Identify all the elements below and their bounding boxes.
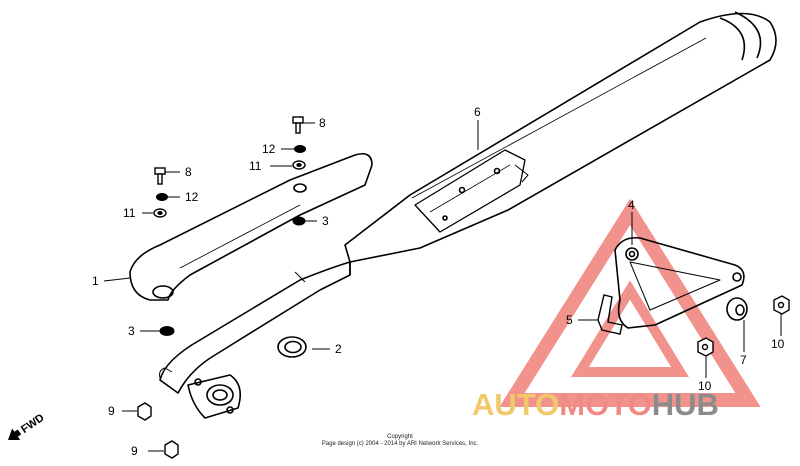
arrow-left-icon <box>8 428 22 440</box>
callout-12a: 12 <box>185 190 199 204</box>
callout-2: 2 <box>335 342 342 356</box>
callout-3b: 3 <box>322 214 329 228</box>
muffler-collar <box>597 294 623 335</box>
washer-12-upper <box>294 145 306 153</box>
fwd-label: FWD <box>19 412 46 436</box>
washer-3-lower <box>159 326 175 336</box>
callout-10a: 10 <box>771 337 785 351</box>
callout-1: 1 <box>92 274 99 288</box>
muffler <box>344 11 777 263</box>
callout-9a: 9 <box>108 404 115 418</box>
damper-11-lower <box>153 208 167 218</box>
callout-11b: 11 <box>249 159 262 173</box>
copyright-notice: Copyright Page design (c) 2004 - 2014 by… <box>322 434 479 447</box>
washer-12-lower <box>156 193 168 201</box>
nut-9-upper <box>137 402 152 421</box>
callout-4: 4 <box>628 198 635 212</box>
watermark-triangle <box>499 198 761 407</box>
callout-6: 6 <box>474 105 481 119</box>
watermark-moto: MOTO <box>559 387 651 422</box>
callout-5: 5 <box>566 313 573 327</box>
damper-11-upper <box>292 160 306 170</box>
bolt-8-lower <box>154 167 166 185</box>
rubber-bushing <box>726 297 748 321</box>
part-callouts: 1 2 3 3 4 5 6 7 8 8 9 9 10 10 11 11 12 1… <box>92 105 785 458</box>
callout-7: 7 <box>740 353 747 367</box>
watermark-logo <box>499 198 761 407</box>
bolt-8-upper <box>292 116 304 134</box>
copyright-line-2: Page design (c) 2004 - 2014 by ARI Netwo… <box>322 441 479 447</box>
gasket <box>277 336 307 358</box>
callout-8a: 8 <box>319 116 326 130</box>
nut-10-lower <box>697 337 714 357</box>
callout-10b: 10 <box>698 379 712 393</box>
copyright-line-1: Copyright <box>387 434 413 440</box>
callout-3a: 3 <box>128 324 135 338</box>
watermark-text: AUTOMOTOHUB <box>472 387 719 422</box>
exhaust-pipe <box>129 152 373 419</box>
watermark-wordmark: AUTOMOTOHUB <box>472 387 719 422</box>
nut-10-upper <box>773 295 790 315</box>
washer-3-upper <box>292 216 306 226</box>
muffler-bracket <box>614 236 745 329</box>
watermark-hub: HUB <box>652 387 719 422</box>
callout-12b: 12 <box>262 142 276 156</box>
callout-11a: 11 <box>123 206 136 220</box>
nut-9-lower <box>164 440 179 459</box>
leader-lines <box>103 120 782 452</box>
callout-9b: 9 <box>131 444 138 458</box>
callout-8b: 8 <box>185 165 192 179</box>
forward-direction-marker: FWD <box>8 412 47 440</box>
exhaust-flange <box>187 374 241 419</box>
watermark-auto: AUTO <box>472 387 559 422</box>
